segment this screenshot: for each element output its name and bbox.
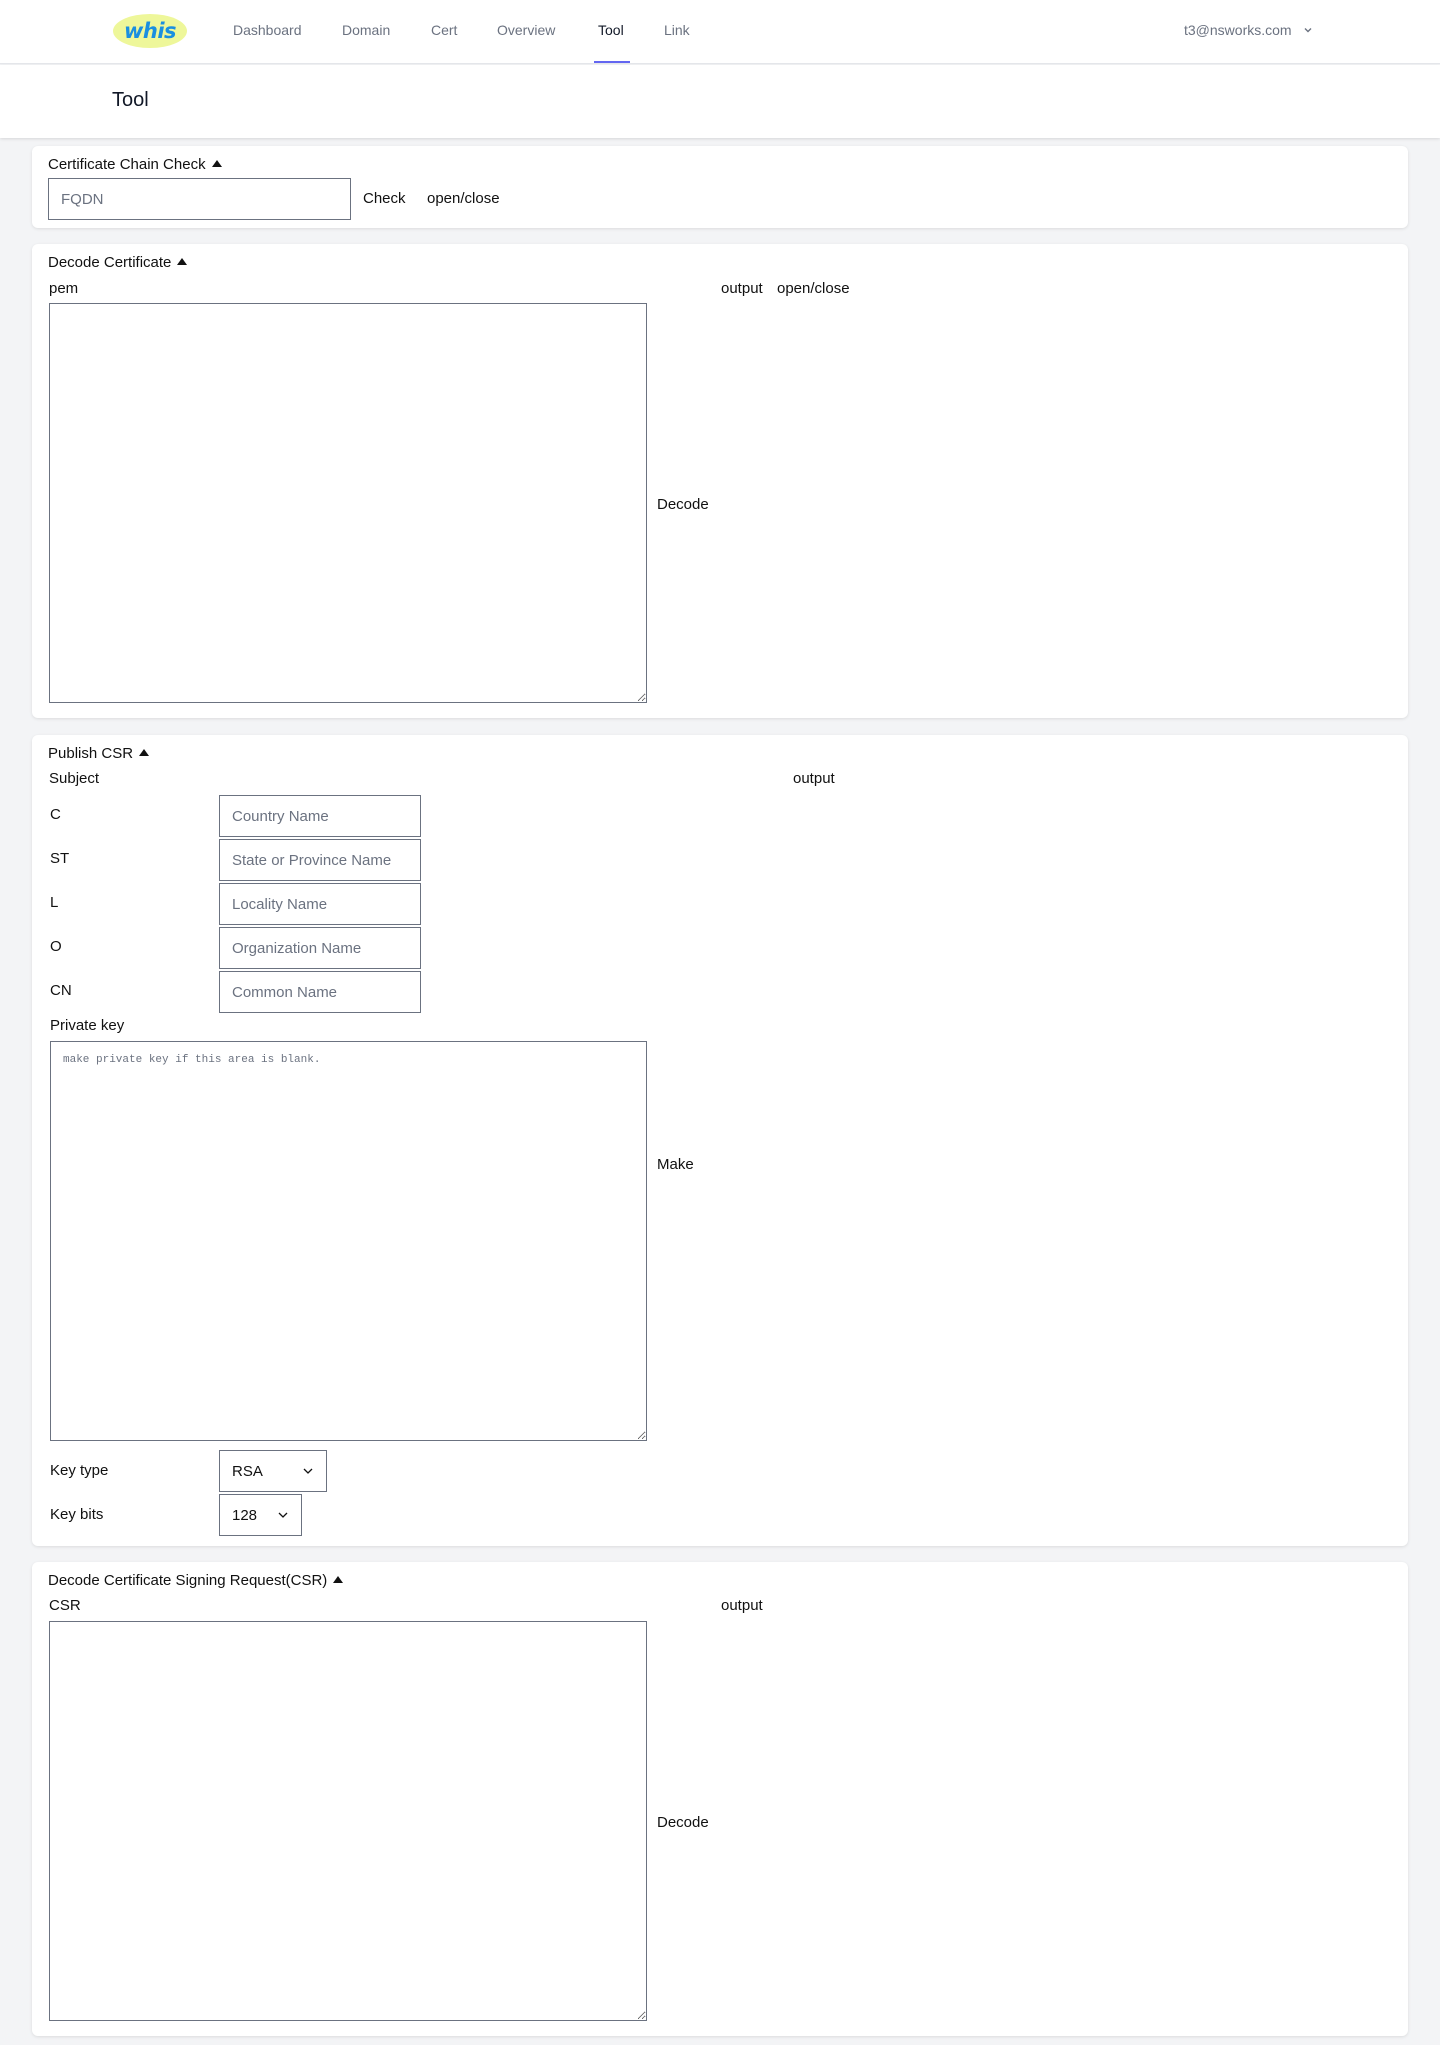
triangle-up-icon [211, 160, 222, 167]
triangle-up-icon [333, 1576, 344, 1583]
publish-csr-panel: Publish CSR Subject output C ST L O CN P… [32, 735, 1408, 1546]
organization-input[interactable] [219, 927, 421, 969]
decode-cert-button[interactable]: Decode [657, 496, 709, 513]
active-tab-indicator [594, 61, 630, 63]
publish-csr-title[interactable]: Publish CSR [48, 745, 150, 762]
publish-csr-output-label: output [793, 770, 835, 787]
logo-text: whis [123, 19, 177, 43]
decode-csr-title[interactable]: Decode Certificate Signing Request(CSR) [48, 1572, 344, 1589]
decode-csr-output-label: output [721, 1597, 763, 1614]
key-bits-select[interactable]: 128 [219, 1494, 302, 1536]
state-input[interactable] [219, 839, 421, 881]
common-name-input[interactable] [219, 971, 421, 1013]
triangle-up-icon [177, 258, 188, 265]
chain-check-title-label: Certificate Chain Check [48, 156, 206, 173]
csr-label: CSR [49, 1597, 81, 1614]
page-title: Tool [112, 89, 149, 111]
decode-cert-panel: Decode Certificate pem Decode output ope… [32, 244, 1408, 718]
triangle-up-icon [139, 749, 150, 756]
top-nav: whis Dashboard Domain Cert Overview Tool… [0, 0, 1440, 64]
decode-cert-title-label: Decode Certificate [48, 254, 172, 271]
chain-check-toggle[interactable]: open/close [427, 190, 500, 207]
subject-l-label: L [50, 894, 59, 911]
chevron-down-icon [303, 1468, 313, 1474]
page-header: Tool [0, 65, 1440, 138]
decode-csr-panel: Decode Certificate Signing Request(CSR) … [32, 1562, 1408, 2036]
user-menu[interactable]: t3@nsworks.com [1184, 22, 1292, 38]
key-bits-value: 128 [232, 1506, 258, 1524]
make-button[interactable]: Make [657, 1156, 694, 1173]
decode-cert-title[interactable]: Decode Certificate [48, 254, 188, 271]
private-key-label: Private key [50, 1017, 125, 1034]
fqdn-input[interactable] [48, 178, 351, 220]
nav-item-cert[interactable]: Cert [431, 22, 458, 38]
chevron-down-icon [278, 1512, 288, 1518]
subject-cn-label: CN [50, 982, 72, 999]
key-type-label: Key type [50, 1462, 109, 1479]
pem-textarea[interactable] [49, 303, 647, 703]
key-bits-label: Key bits [50, 1506, 104, 1523]
subject-c-label: C [50, 806, 61, 823]
pem-label: pem [49, 280, 79, 297]
chain-check-title[interactable]: Certificate Chain Check [48, 156, 222, 173]
private-key-textarea[interactable] [50, 1041, 647, 1441]
nav-item-tool[interactable]: Tool [598, 22, 624, 38]
subject-st-label: ST [50, 850, 70, 867]
nav-item-dashboard[interactable]: Dashboard [233, 22, 302, 38]
decode-csr-title-label: Decode Certificate Signing Request(CSR) [48, 1572, 328, 1589]
key-type-value: RSA [232, 1462, 263, 1480]
key-type-select[interactable]: RSA [219, 1450, 327, 1492]
nav-item-domain[interactable]: Domain [342, 22, 391, 38]
nav-item-overview[interactable]: Overview [497, 22, 556, 38]
check-button[interactable]: Check [363, 190, 406, 207]
csr-textarea[interactable] [49, 1621, 647, 2021]
logo[interactable]: whis [113, 14, 187, 48]
chevron-down-icon[interactable] [1303, 25, 1313, 35]
decode-csr-button[interactable]: Decode [657, 1814, 709, 1831]
country-name-input[interactable] [219, 795, 421, 837]
publish-csr-title-label: Publish CSR [48, 745, 134, 762]
subject-o-label: O [50, 938, 62, 955]
subject-label: Subject [49, 770, 100, 787]
chain-check-panel: Certificate Chain Check Check open/close [32, 146, 1408, 228]
decode-cert-output-label: output [721, 280, 763, 297]
nav-item-link[interactable]: Link [664, 22, 690, 38]
locality-input[interactable] [219, 883, 421, 925]
decode-cert-toggle[interactable]: open/close [777, 280, 850, 297]
